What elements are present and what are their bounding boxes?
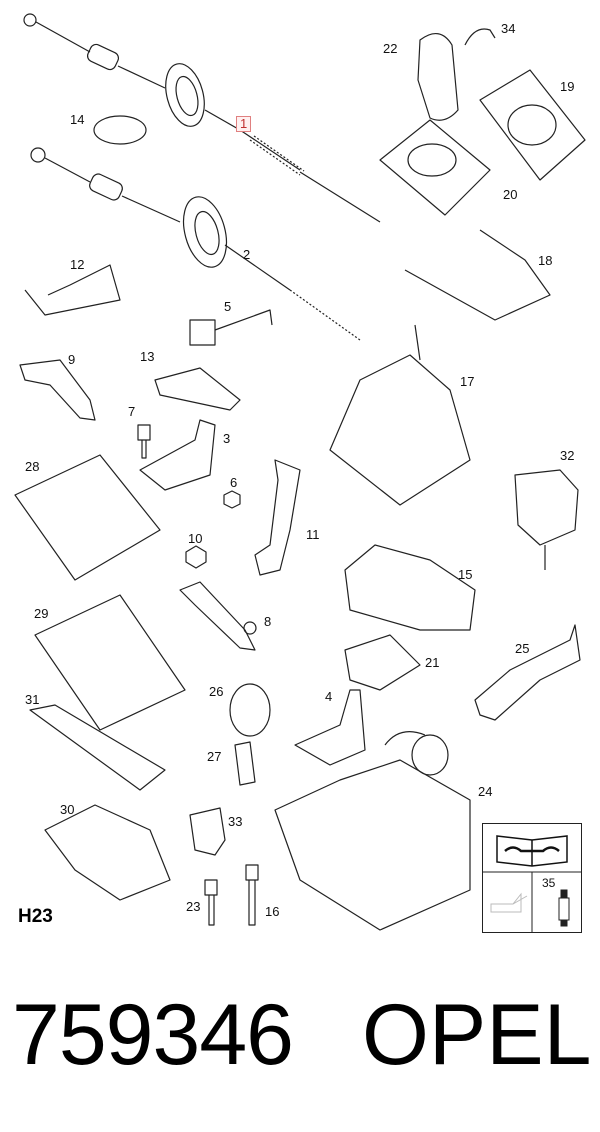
callout-11: 11 (306, 527, 320, 542)
callout-14: 14 (70, 112, 85, 127)
shifter-housing-17 (329, 354, 471, 506)
callout-3: 3 (223, 431, 231, 446)
lever-8 (179, 581, 256, 651)
bolt-23 (204, 879, 218, 926)
sleeve-27 (234, 741, 256, 786)
gear-cable-upper (23, 13, 381, 223)
shifter-assembly-24 (274, 759, 471, 931)
bracket-4 (294, 689, 366, 766)
callout-24: 24 (478, 784, 493, 799)
callout-28: 28 (25, 459, 40, 474)
callout-10: 10 (188, 531, 203, 546)
console-20 (379, 119, 491, 216)
footer: 759346 OPEL (12, 985, 592, 1105)
callout-5: 5 (224, 299, 232, 314)
callout-30: 30 (60, 802, 75, 817)
callout-33: 33 (228, 814, 243, 829)
legend-callout-35: 35 (542, 876, 556, 890)
legend-symbols (483, 835, 581, 932)
panel-28 (14, 454, 161, 581)
callout-12: 12 (70, 257, 85, 272)
brand-name: OPEL (362, 987, 592, 1083)
bolt-16 (245, 864, 259, 926)
callout-27: 27 (207, 749, 222, 764)
callout-7: 7 (128, 404, 136, 419)
parts-diagram (14, 13, 586, 931)
bracket-30 (44, 804, 171, 901)
callout-22: 22 (383, 41, 398, 56)
bracket-3 (139, 419, 216, 491)
callout-25: 25 (515, 641, 530, 656)
bracket-12 (24, 264, 121, 316)
nut-6 (223, 490, 241, 509)
section-code: H23 (18, 906, 53, 927)
callout-26: 26 (209, 684, 224, 699)
connector-5 (189, 319, 216, 346)
callout-13: 13 (140, 349, 155, 364)
callout-9: 9 (68, 352, 76, 367)
callout-1: 1 (236, 116, 252, 132)
callout-6: 6 (230, 475, 238, 490)
callout-15: 15 (458, 567, 473, 582)
callout-2: 2 (243, 247, 251, 262)
callout-16: 16 (265, 904, 280, 919)
callout-32: 32 (560, 448, 575, 463)
callout-4: 4 (325, 689, 333, 704)
actuator-15 (344, 544, 476, 631)
grille-31 (29, 704, 166, 791)
plate-13 (154, 367, 241, 411)
legend-box: 35 (482, 823, 582, 933)
knob-26 (229, 683, 271, 737)
wiring-frame-18 (404, 229, 551, 321)
bracket-11 (254, 459, 301, 576)
solenoid-32 (514, 469, 579, 546)
clip-34 (464, 28, 496, 46)
callout-19: 19 (560, 79, 575, 94)
callout-17: 17 (460, 374, 475, 389)
callout-31: 31 (25, 692, 40, 707)
callout-20: 20 (503, 187, 518, 202)
nut-10 (185, 545, 207, 569)
bottle-icon (558, 889, 570, 927)
callout-8: 8 (264, 614, 272, 629)
callout-18: 18 (538, 253, 553, 268)
bracket-25 (474, 624, 581, 721)
oil-can-icon (490, 892, 528, 913)
callout-21: 21 (425, 655, 440, 670)
clip-33 (189, 807, 226, 856)
callout-23: 23 (186, 899, 201, 914)
part-number: 759346 (12, 987, 294, 1083)
trim-frame-19 (479, 69, 586, 181)
callout-34: 34 (501, 21, 516, 36)
gear-cable-lower (30, 147, 361, 341)
bolt-7 (137, 424, 151, 459)
grommet-14 (93, 115, 147, 145)
panel-29 (34, 594, 186, 731)
repair-manual-icon (496, 835, 568, 867)
lever-9 (19, 359, 96, 421)
callout-29: 29 (34, 606, 49, 621)
gasket-21 (344, 634, 421, 691)
gear-knob-22 (417, 33, 459, 121)
